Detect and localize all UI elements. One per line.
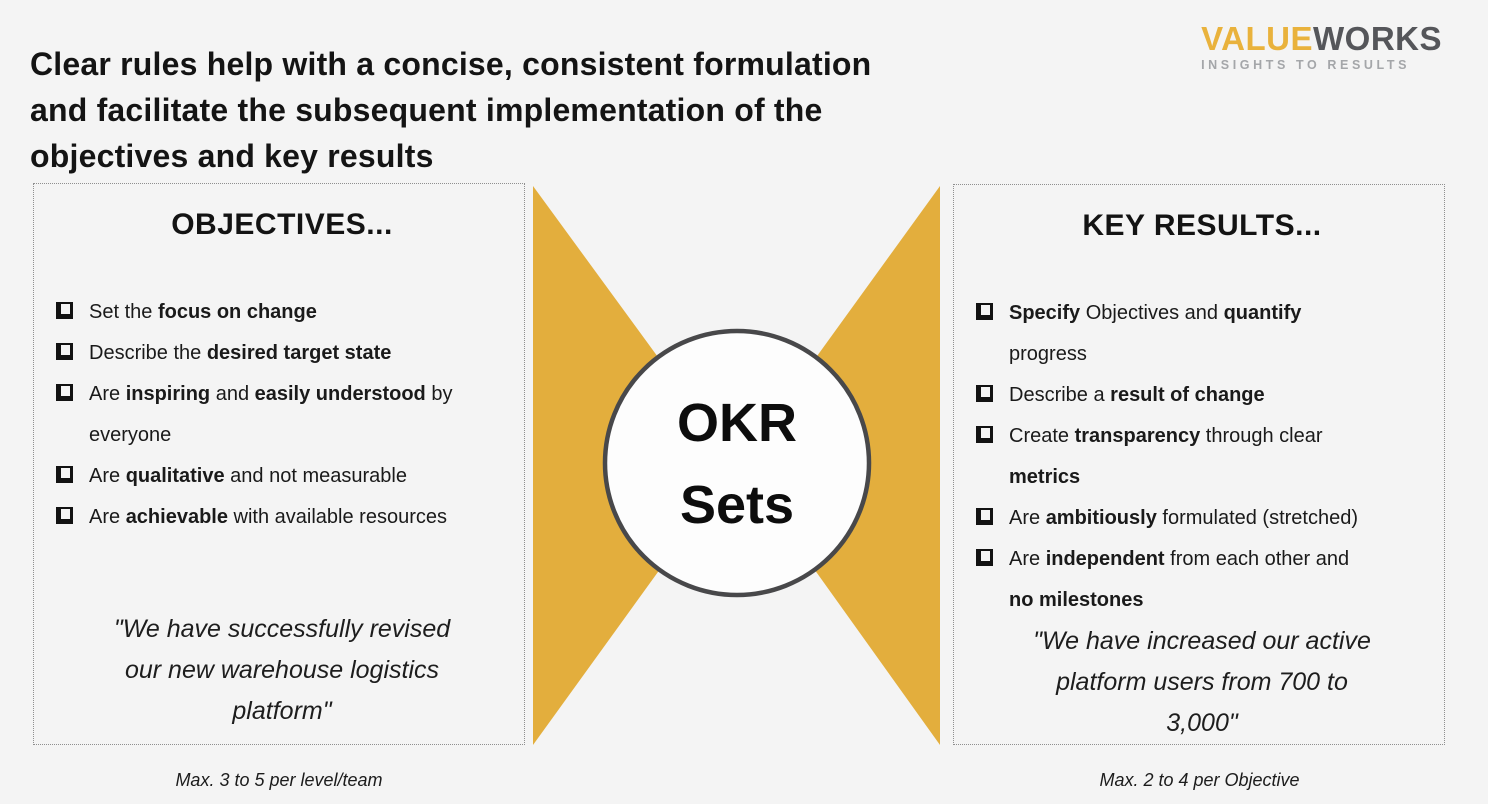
quote-line: "We have increased our active — [1033, 627, 1371, 655]
bowtie-triangles — [533, 186, 940, 745]
checkbox-icon — [56, 507, 73, 524]
checklist-item: Are qualitative and not measurable — [56, 456, 508, 497]
checkbox-icon — [976, 385, 993, 402]
key-results-caption: Max. 2 to 4 per Objective — [1099, 770, 1300, 790]
logo-works-text: WORKS — [1313, 20, 1442, 57]
checklist-item: Set the focus on change — [56, 292, 508, 333]
quote-line: platform" — [232, 697, 332, 725]
checklist-item-text: Are ambitiously formulated (stretched) — [1009, 507, 1359, 529]
checklist-item-text: Are achievable with available resources — [89, 506, 447, 528]
logo-tagline: INSIGHTS TO RESULTS — [1201, 58, 1411, 72]
okr-sets-graphic: OKR Sets — [525, 183, 955, 745]
checklist-item-text: Describe a result of change — [1009, 384, 1265, 406]
checklist-item: Are achievable with available resources — [56, 497, 508, 538]
quote-line: our new warehouse logistics — [124, 656, 440, 684]
quote-line: "We have successfully revised — [113, 615, 451, 643]
sets-line: Sets — [679, 474, 795, 535]
key-results-box: KEY RESULTS... Specify Objectives and qu… — [953, 184, 1445, 745]
checkbox-icon — [56, 384, 73, 401]
checkbox-icon — [976, 426, 993, 443]
checklist-item: Are ambitiously formulated (stretched) — [976, 498, 1428, 539]
checkbox-icon — [56, 302, 73, 319]
objectives-caption: Max. 3 to 5 per level/team — [175, 770, 383, 790]
page-title-line: and facilitate the subsequent implementa… — [30, 92, 823, 129]
logo-value-text: VALUE — [1201, 20, 1313, 57]
checkbox-icon — [976, 303, 993, 320]
checklist-item-text: Set the focus on change — [89, 301, 317, 323]
checkbox-icon — [56, 466, 73, 483]
page-title: Clear rules help with a concise, consist… — [30, 41, 1060, 179]
checklist-item-text: Are qualitative and not measurable — [89, 465, 407, 487]
checkbox-icon — [976, 549, 993, 566]
valueworks-wordmark: VALUEWORKS — [1201, 22, 1442, 56]
quote-line: 3,000" — [1166, 709, 1238, 737]
checklist-item: Describe the desired target state — [56, 333, 508, 374]
okr-line: OKR — [677, 392, 797, 453]
checklist-item: Describe a result of change — [976, 375, 1428, 416]
objectives-quote: "We have successfully revised our new wa… — [56, 609, 508, 732]
okr-sets-label: OKR Sets — [602, 331, 872, 596]
checkbox-icon — [976, 508, 993, 525]
checklist-item-text: Describe the desired target state — [89, 342, 392, 364]
page-title-line: Clear rules help with a concise, consist… — [30, 46, 872, 83]
objectives-title: OBJECTIVES... — [171, 208, 393, 241]
okr-circle — [602, 328, 872, 598]
checkbox-icon — [56, 343, 73, 360]
key-results-title: KEY RESULTS... — [1082, 209, 1322, 242]
key-results-quote: "We have increased our active platform u… — [976, 621, 1428, 744]
quote-line: platform users from 700 to — [1056, 668, 1348, 696]
page-title-line: objectives and key results — [30, 138, 434, 175]
valueworks-logo: VALUEWORKS INSIGHTS TO RESULTS — [1201, 22, 1442, 73]
